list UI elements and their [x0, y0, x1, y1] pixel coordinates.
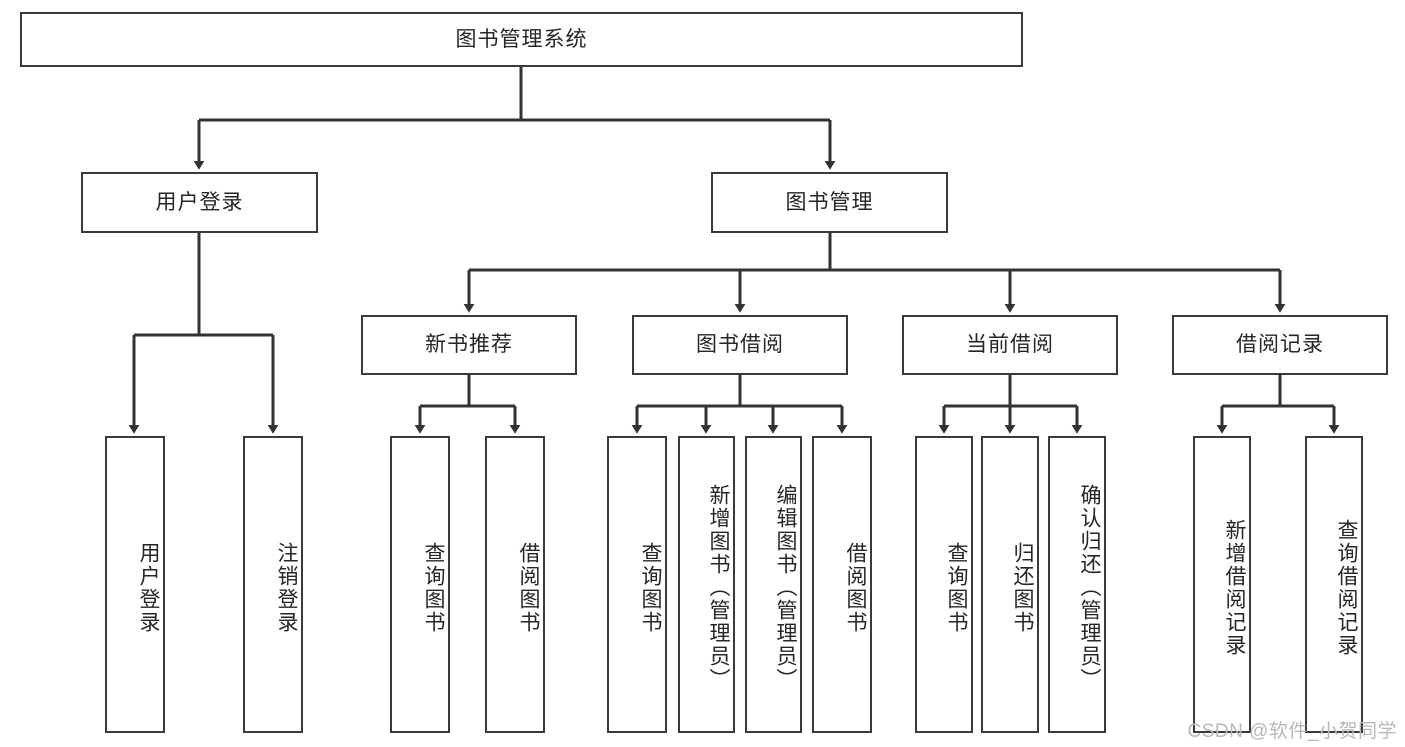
leaf-query-book-bb[interactable]: 查询图书 — [607, 436, 667, 733]
leaf-logout-label: 注销登录 — [275, 541, 298, 634]
leaf-borrow-book-nbr[interactable]: 借阅图书 — [485, 436, 545, 733]
leaf-user-login-label: 用户登录 — [137, 541, 160, 634]
leaf-borrow-book-bb-label: 借阅图书 — [844, 541, 867, 634]
node-book-management-label: 图书管理 — [785, 190, 874, 214]
leaf-edit-book-admin-label: 编辑图书（管理员） — [774, 484, 797, 691]
leaf-add-book-admin[interactable]: 新增图书（管理员） — [678, 436, 735, 733]
leaf-add-book-admin-label: 新增图书（管理员） — [707, 484, 730, 691]
leaf-query-book-bb-label: 查询图书 — [639, 541, 662, 634]
leaf-query-book-nbr[interactable]: 查询图书 — [390, 436, 450, 733]
leaf-query-book-cb[interactable]: 查询图书 — [915, 436, 973, 733]
node-current-borrow-label: 当前借阅 — [966, 333, 1054, 357]
node-root[interactable]: 图书管理系统 — [20, 12, 1023, 67]
node-borrow-record-label: 借阅记录 — [1236, 333, 1324, 357]
node-book-management[interactable]: 图书管理 — [711, 172, 948, 233]
leaf-add-borrow-record-label: 新增借阅记录 — [1223, 518, 1246, 657]
leaf-add-borrow-record[interactable]: 新增借阅记录 — [1193, 436, 1251, 733]
node-user-login-label: 用户登录 — [155, 190, 244, 214]
node-borrow-record[interactable]: 借阅记录 — [1172, 315, 1388, 375]
leaf-confirm-return-admin[interactable]: 确认归还（管理员） — [1048, 436, 1106, 733]
node-current-borrow[interactable]: 当前借阅 — [902, 315, 1118, 375]
leaf-return-book-label: 归还图书 — [1011, 541, 1034, 634]
leaf-return-book[interactable]: 归还图书 — [981, 436, 1039, 733]
watermark-text: CSDN @软件_小贺同学 — [1187, 721, 1397, 742]
leaf-edit-book-admin[interactable]: 编辑图书（管理员） — [745, 436, 802, 733]
leaf-query-borrow-record-label: 查询借阅记录 — [1335, 518, 1358, 657]
node-book-borrow-label: 图书借阅 — [696, 333, 784, 357]
node-new-book-recommend[interactable]: 新书推荐 — [361, 315, 577, 375]
node-user-login[interactable]: 用户登录 — [81, 172, 318, 233]
leaf-borrow-book-bb[interactable]: 借阅图书 — [812, 436, 872, 733]
leaf-query-book-cb-label: 查询图书 — [945, 541, 968, 634]
leaf-query-book-nbr-label: 查询图书 — [422, 541, 445, 634]
node-new-book-recommend-label: 新书推荐 — [425, 333, 513, 357]
leaf-logout[interactable]: 注销登录 — [243, 436, 303, 733]
leaf-query-borrow-record[interactable]: 查询借阅记录 — [1305, 436, 1363, 733]
node-book-borrow[interactable]: 图书借阅 — [632, 315, 848, 375]
leaf-user-login[interactable]: 用户登录 — [105, 436, 165, 733]
leaf-borrow-book-nbr-label: 借阅图书 — [517, 541, 540, 634]
leaf-confirm-return-admin-label: 确认归还（管理员） — [1078, 484, 1101, 691]
node-root-label: 图书管理系统 — [455, 27, 588, 51]
